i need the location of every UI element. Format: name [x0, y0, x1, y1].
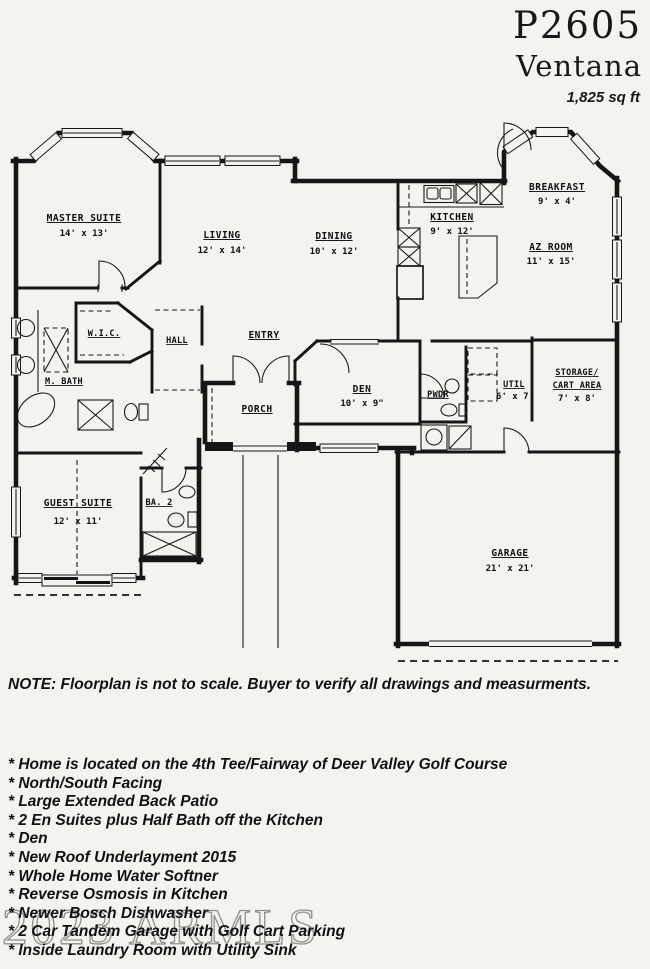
room-label-az-room: AZ ROOM [529, 242, 573, 253]
room-dims-storage: 7' x 8' [558, 394, 596, 404]
doors [98, 122, 532, 493]
room-dims-master-suite: 14' x 13' [60, 229, 109, 239]
feature-item: * Den [8, 830, 48, 848]
plan-number: P2605 [512, 4, 642, 47]
room-label-cart-area: CART AREA [553, 381, 602, 391]
fixtures [14, 181, 618, 662]
dryer-icon [467, 374, 498, 402]
room-label-bath2: BA. 2 [145, 498, 172, 508]
front-walkway [242, 455, 279, 648]
feature-item: * New Roof Underlayment 2015 [8, 848, 237, 866]
feature-item: * 2 En Suites plus Half Bath off the Kit… [8, 811, 323, 829]
powder-sink-icon [444, 378, 460, 394]
room-label-util: UTIL [503, 380, 525, 390]
plan-name: Ventana [515, 49, 642, 83]
bathtub-icon [16, 392, 56, 428]
porch-column [205, 442, 233, 451]
garage-door-arc [503, 427, 530, 453]
room-dims-guest-suite: 12' x 11' [54, 517, 103, 527]
room-labels: MASTER SUITE 14' x 13' LIVING 12' x 14' … [44, 182, 602, 574]
room-dims-dining: 10' x 12' [310, 247, 359, 257]
feature-item: * 2 Car Tandem Garage with Golf Cart Par… [8, 923, 346, 941]
room-dims-garage: 21' x 21' [486, 564, 535, 574]
room-label-den: DEN [353, 384, 372, 395]
room-label-powder: PWDR [427, 390, 449, 400]
master-shower [43, 327, 69, 373]
toilet-icon [440, 403, 458, 417]
watermark: 2023 ARMLS [1, 899, 320, 956]
room-dims-den: 10' x 9" [340, 399, 383, 409]
entry-door-right [261, 355, 290, 384]
room-dims-breakfast: 9' x 4' [538, 197, 576, 207]
room-label-garage: GARAGE [491, 548, 528, 559]
room-label-guest-suite: GUEST SUITE [44, 498, 112, 509]
washer-icon [467, 347, 498, 375]
room-dims-living: 12' x 14' [198, 246, 247, 256]
room-label-master-suite: MASTER SUITE [47, 213, 122, 224]
hall-thresholds [155, 309, 200, 391]
master-sink-icon [16, 318, 36, 338]
room-dims-util: 6' x 7' [496, 392, 534, 402]
room-label-porch: PORCH [241, 404, 272, 415]
room-label-entry: ENTRY [248, 330, 279, 341]
cooktop-icon [455, 183, 478, 204]
plan-square-footage: 1,825 sq ft [566, 89, 640, 106]
room-label-storage: STORAGE/ [555, 368, 598, 378]
room-label-master-bath: M. BATH [45, 377, 83, 387]
guest-door-leaf [142, 447, 168, 475]
room-dims-kitchen: 9' x 12' [430, 227, 473, 237]
kitchen-sink-icon [423, 184, 455, 204]
feature-item: * Newer Bosch Dishwasher [8, 904, 208, 922]
bath2-tub [142, 531, 197, 557]
feature-item: * Home is located on the 4th Tee/Fairway… [8, 756, 508, 773]
closet-rods [80, 310, 124, 356]
feature-item: * Reverse Osmosis in Kitchen [8, 886, 228, 904]
room-label-breakfast: BREAKFAST [529, 182, 585, 193]
feature-list: * Home is located on the 4th Tee/Fairway… [8, 756, 507, 961]
feature-item: * North/South Facing [8, 774, 163, 792]
room-label-kitchen: KITCHEN [430, 212, 474, 223]
garage-door [429, 640, 592, 648]
interior-walls [14, 158, 621, 580]
master-sink-icon [16, 355, 36, 375]
windows [11, 127, 622, 587]
kitchen-island [458, 235, 498, 299]
master-door-arc [98, 260, 126, 288]
room-label-dining: DINING [315, 231, 352, 242]
toilet-icon [167, 512, 185, 528]
room-label-hall: HALL [166, 336, 188, 346]
utility-sink-icon [420, 424, 448, 451]
bath2-door-arc [161, 467, 187, 493]
room-label-living: LIVING [203, 230, 240, 241]
plan-header: P2605 Ventana 1,825 sq ft [513, 4, 642, 106]
disclaimer-note: NOTE: Floorplan is not to scale. Buyer t… [8, 676, 592, 693]
feature-item: * Large Extended Back Patio [8, 793, 219, 811]
watermark-text: 2023 ARMLS [2, 900, 320, 956]
den-door-arc [319, 343, 350, 374]
water-heater [448, 425, 472, 450]
bath2-sink-icon [178, 485, 196, 499]
feature-item: * Inside Laundry Room with Utility Sink [8, 941, 297, 959]
porch-column [287, 442, 316, 451]
room-label-wic: W.I.C. [88, 329, 121, 339]
toilet-icon [123, 402, 139, 422]
powder-door-arc [419, 373, 445, 399]
feature-item: * Whole Home Water Softner [8, 867, 218, 885]
refrigerator-icon [396, 265, 424, 300]
linen-closet [77, 399, 114, 431]
breakfast-arch [496, 128, 514, 171]
floorplan-drawing: MASTER SUITE 14' x 13' LIVING 12' x 14' … [10, 122, 622, 662]
breakfast-patio-door-arc [503, 122, 532, 151]
room-dims-az-room: 11' x 15' [527, 257, 576, 267]
entry-door-left [232, 355, 261, 384]
